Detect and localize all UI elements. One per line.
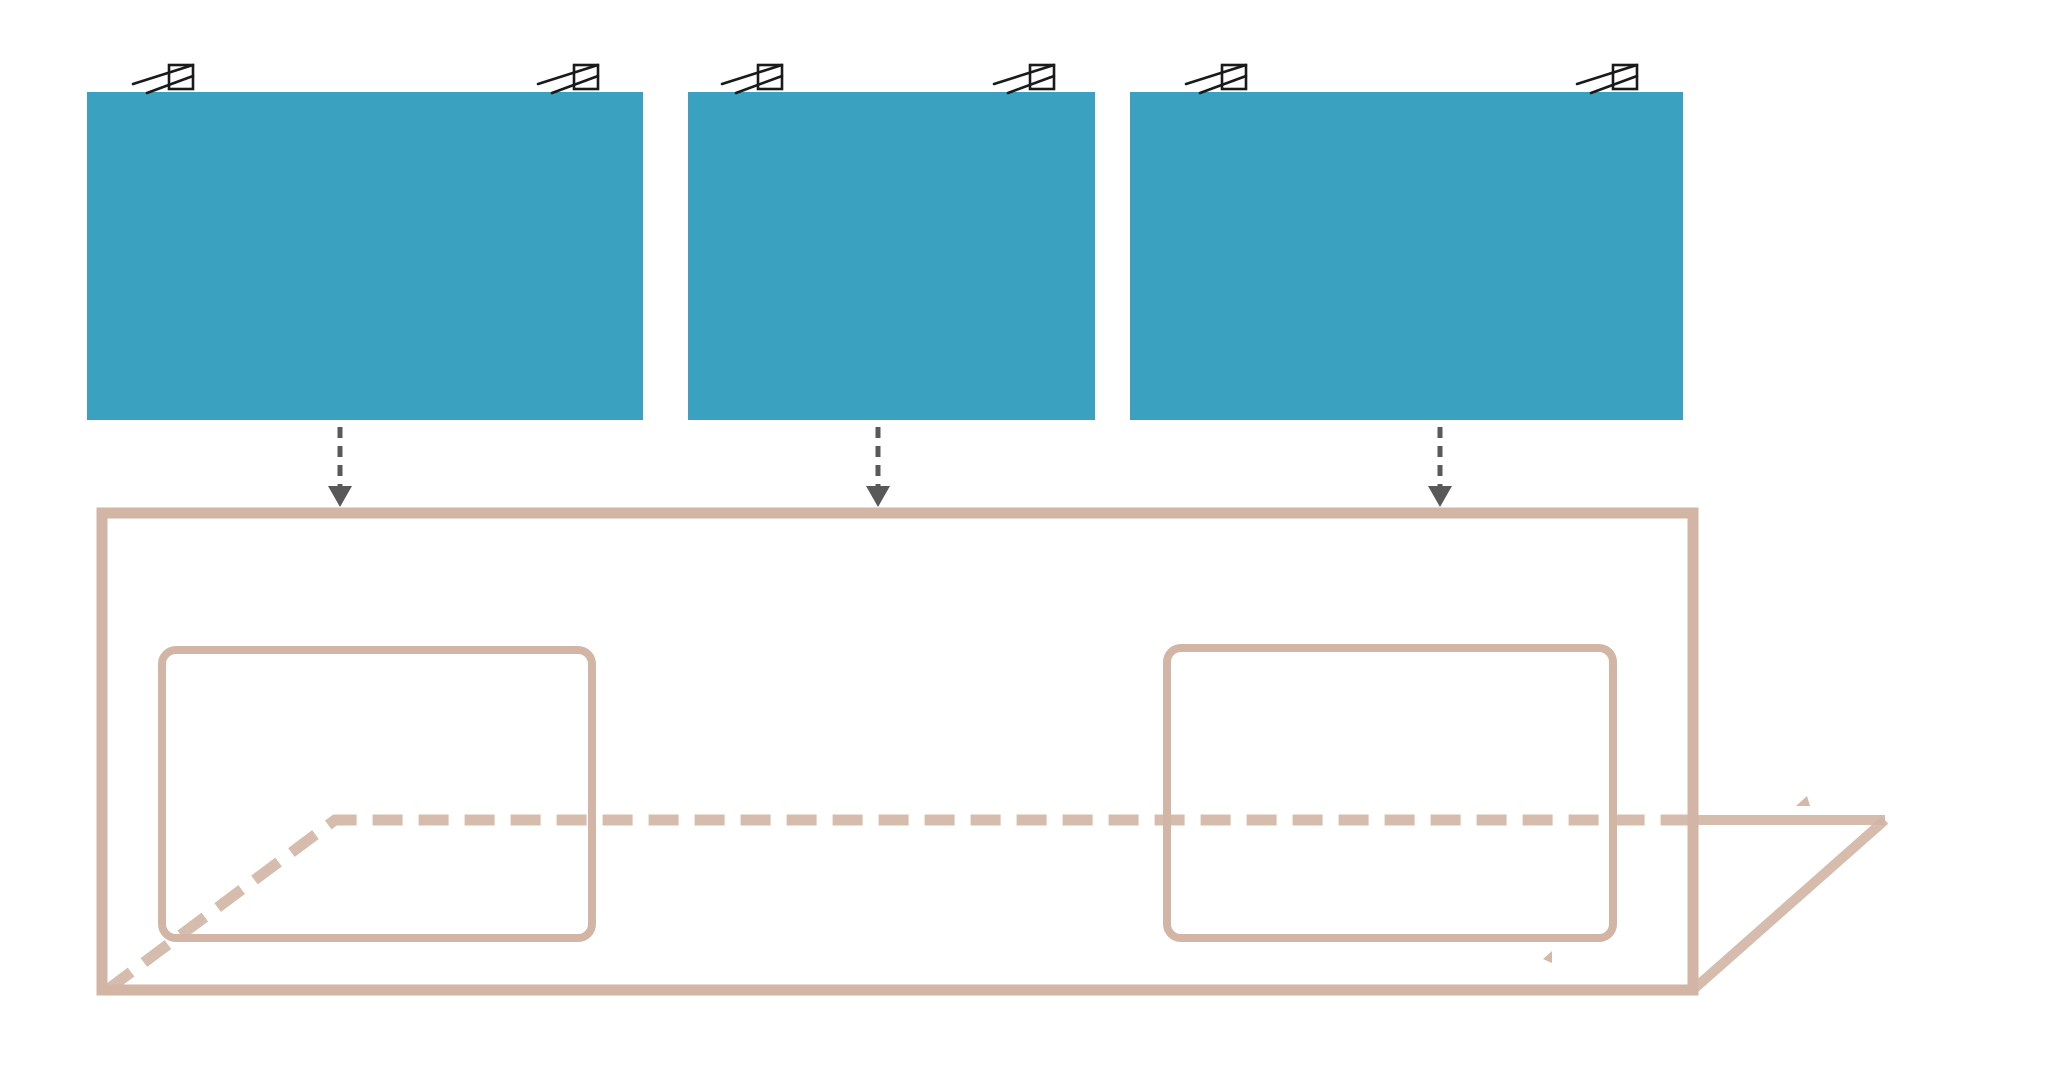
down-arrow-head bbox=[866, 486, 890, 507]
artifact-mark-2 bbox=[1543, 951, 1552, 963]
hatch-square-icon-3 bbox=[720, 63, 784, 95]
down-arrow-head bbox=[328, 486, 352, 507]
down-arrow-3 bbox=[1428, 427, 1452, 507]
hatch-square-icon-6 bbox=[1575, 63, 1639, 95]
content-block-3 bbox=[1130, 92, 1683, 420]
hatch-diagonal-line-1 bbox=[1575, 63, 1639, 86]
hatch-diagonal-line-1 bbox=[1184, 63, 1248, 86]
hatch-square-icon-2 bbox=[536, 63, 600, 95]
hatch-diagonal-line-1 bbox=[536, 63, 600, 86]
content-block-2 bbox=[688, 92, 1095, 420]
hatch-diagonal-line-2 bbox=[1198, 74, 1248, 95]
down-arrow-1 bbox=[328, 427, 352, 507]
inner-panel-2 bbox=[1163, 644, 1617, 942]
down-arrow-head bbox=[1428, 486, 1452, 507]
hatch-square-icon-5 bbox=[1184, 63, 1248, 95]
inner-panel-1 bbox=[158, 646, 596, 942]
hatch-diagonal-line-2 bbox=[1006, 74, 1056, 95]
hatch-square-icon-4 bbox=[992, 63, 1056, 95]
artifact-mark-1 bbox=[1796, 796, 1810, 806]
container-box bbox=[96, 507, 1699, 996]
hatch-diagonal-line-2 bbox=[550, 74, 600, 95]
hatch-diagonal-line-2 bbox=[734, 74, 784, 95]
hatch-diagonal-line-2 bbox=[145, 74, 195, 95]
hatch-square-icon-1 bbox=[131, 63, 195, 95]
hatch-diagonal-line-2 bbox=[1589, 74, 1639, 95]
pointer-diagonal-line bbox=[1691, 816, 1889, 992]
hatch-diagonal-line-1 bbox=[131, 63, 195, 86]
dashed-flow-line bbox=[103, 814, 1690, 995]
hatch-diagonal-line-1 bbox=[992, 63, 1056, 86]
hatch-diagonal-line-1 bbox=[720, 63, 784, 86]
content-block-1 bbox=[87, 92, 643, 420]
down-arrow-2 bbox=[866, 427, 890, 507]
